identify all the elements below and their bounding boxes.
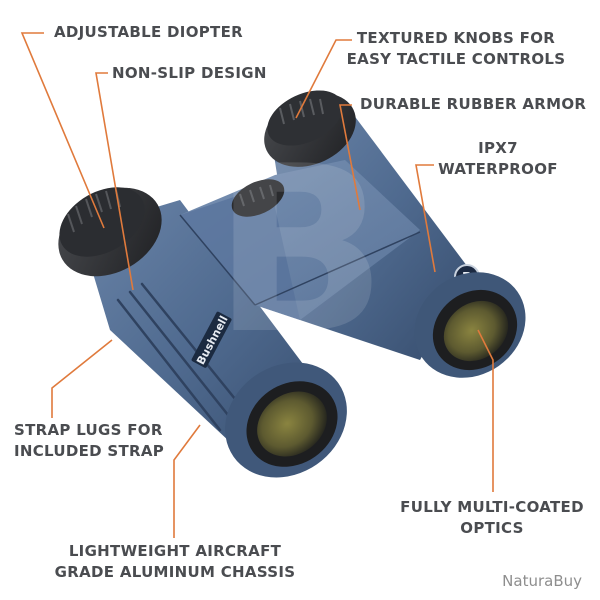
leader-ipx7 bbox=[415, 164, 436, 273]
leader-adjustable-diopter bbox=[20, 32, 105, 229]
grip-grooves bbox=[116, 282, 246, 432]
bridge bbox=[179, 160, 421, 320]
callout-ipx7-waterproof: IPX7 WATERPROOF bbox=[438, 139, 558, 178]
callout-textured-knobs: TEXTURED KNOBS FOR EASY TACTILE CONTROLS bbox=[346, 29, 566, 68]
leader-textured-knobs bbox=[295, 39, 352, 119]
left-objective-lens bbox=[225, 362, 347, 478]
leader-strap-lugs bbox=[51, 339, 113, 418]
callout-non-slip-design: NON-SLIP DESIGN bbox=[112, 64, 267, 82]
callout-fully-multi-coated-optics: FULLY MULTI-COATED OPTICS bbox=[400, 498, 584, 537]
watermark-glyph: B bbox=[212, 118, 387, 385]
callout-lightweight-chassis: LIGHTWEIGHT AIRCRAFT GRADE ALUMINUM CHAS… bbox=[54, 542, 296, 581]
callout-adjustable-diopter: ADJUSTABLE DIOPTER bbox=[54, 23, 243, 41]
leader-chassis bbox=[173, 424, 201, 538]
watermark-text: NaturaBuy bbox=[502, 572, 582, 590]
right-objective-lens bbox=[414, 272, 526, 378]
leader-lines bbox=[20, 32, 494, 538]
leader-non-slip bbox=[95, 72, 134, 291]
callout-strap-lugs: STRAP LUGS FOR INCLUDED STRAP bbox=[14, 421, 165, 460]
leader-optics bbox=[477, 329, 494, 492]
leader-rubber-armor bbox=[339, 104, 361, 211]
callout-durable-rubber-armor: DURABLE RUBBER ARMOR bbox=[360, 95, 587, 113]
